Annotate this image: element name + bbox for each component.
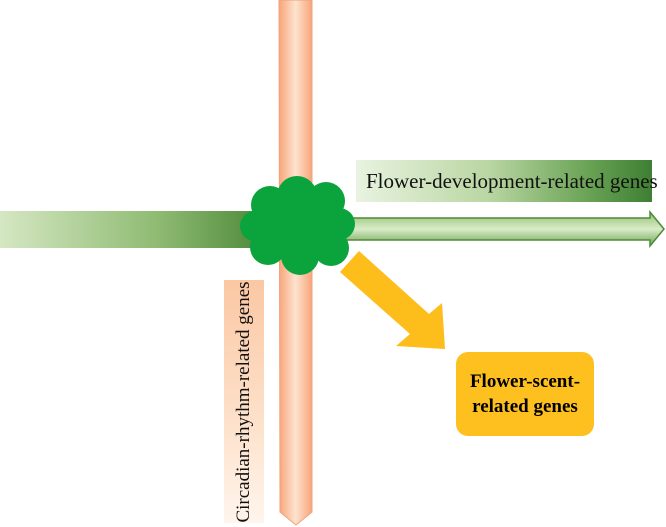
flower-development-label: Flower-development-related genes [356,160,658,202]
flower-scent-line-1: Flower-scent- [469,371,581,392]
flower-scent-text: Flower-scent- related genes [470,369,580,419]
hub-cloud-icon [240,176,355,275]
circadian-rhythm-text: Circadian-rhythm-related genes [233,280,254,523]
left-green-bar [0,211,262,248]
flower-scent-box: Flower-scent- related genes [456,352,594,436]
scent-arrow [340,251,445,349]
flower-scent-line-2: related genes [472,396,578,417]
right-green-arrow [344,209,665,249]
circadian-rhythm-label: Circadian-rhythm-related genes [224,280,264,523]
